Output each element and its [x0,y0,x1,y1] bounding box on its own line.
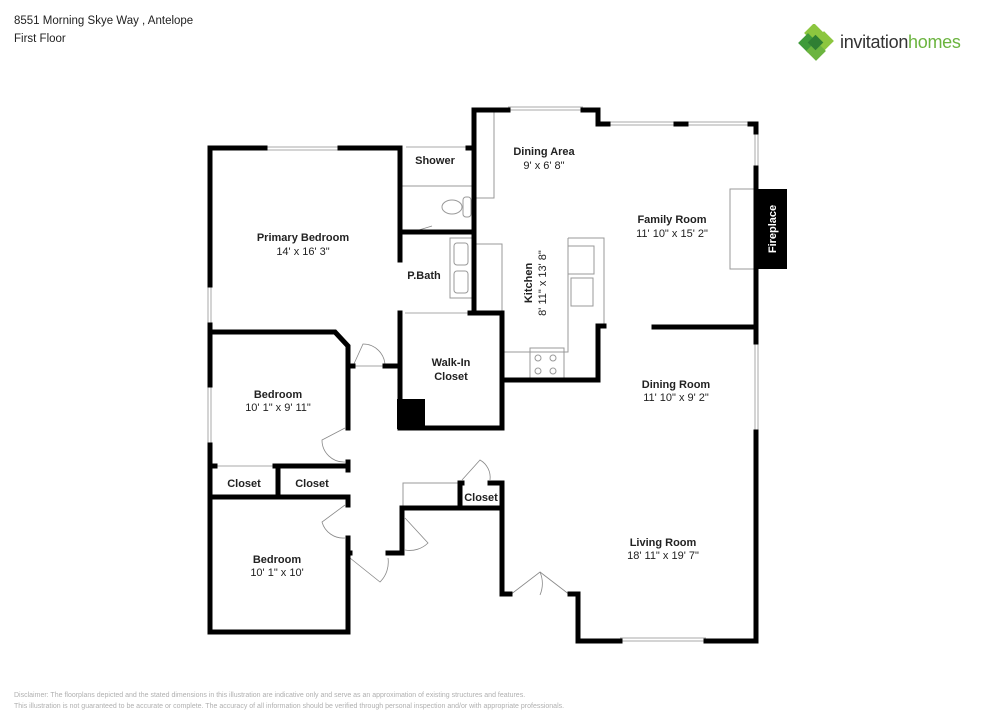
label-shower: Shower [415,155,455,167]
property-address: 8551 Morning Skye Way , Antelope [14,15,194,27]
dims-dining-area: 9' x 6' 8" [523,160,564,172]
windows [207,106,759,642]
fixtures [400,109,757,508]
label-bedroom-2: Bedroom [253,554,302,566]
fireplace-block [756,189,787,269]
logo-wordmark: invitationhomes [840,32,961,53]
label-closet-1: Closet [227,478,261,490]
label-family-room: Family Room [637,214,706,226]
brand-logo: invitationhomes [797,24,987,64]
walls [207,107,759,644]
disclaimer: Disclaimer: The floorplans depicted and … [14,690,564,712]
dims-dining-room: 11' 10" x 9' 2" [643,392,709,404]
label-living-room: Living Room [630,537,697,549]
label-dining-room: Dining Room [642,379,711,391]
label-kitchen: Kitchen [523,263,535,304]
label-closet-3: Closet [464,492,498,504]
label-dining-area: Dining Area [513,146,575,158]
logo-word-homes: homes [908,32,961,52]
label-walk-in-line1: Walk-In [432,357,471,369]
label-bedroom-1: Bedroom [254,389,303,401]
logo-word-invitation: invitation [840,32,909,52]
dims-primary-bedroom: 14' x 16' 3" [276,246,329,258]
dims-kitchen: 8' 11" x 13' 8" [537,250,549,316]
dims-living-room: 18' 11" x 19' 7" [627,550,699,562]
utility-block [397,399,425,429]
label-p-bath: P.Bath [407,270,441,282]
label-fireplace: Fireplace [767,205,779,253]
floor-label: First Floor [14,33,66,45]
green-diamond-cluster-icon [798,24,834,61]
label-walk-in-line2: Closet [434,371,468,383]
label-closet-2: Closet [295,478,329,490]
dims-bedroom-1: 10' 1" x 9' 11" [245,402,311,414]
label-primary-bedroom: Primary Bedroom [257,232,350,244]
dims-bedroom-2: 10' 1" x 10' [250,567,303,579]
disclaimer-line-1: Disclaimer: The floorplans depicted and … [14,692,526,699]
dims-family-room: 11' 10" x 15' 2" [636,228,708,240]
